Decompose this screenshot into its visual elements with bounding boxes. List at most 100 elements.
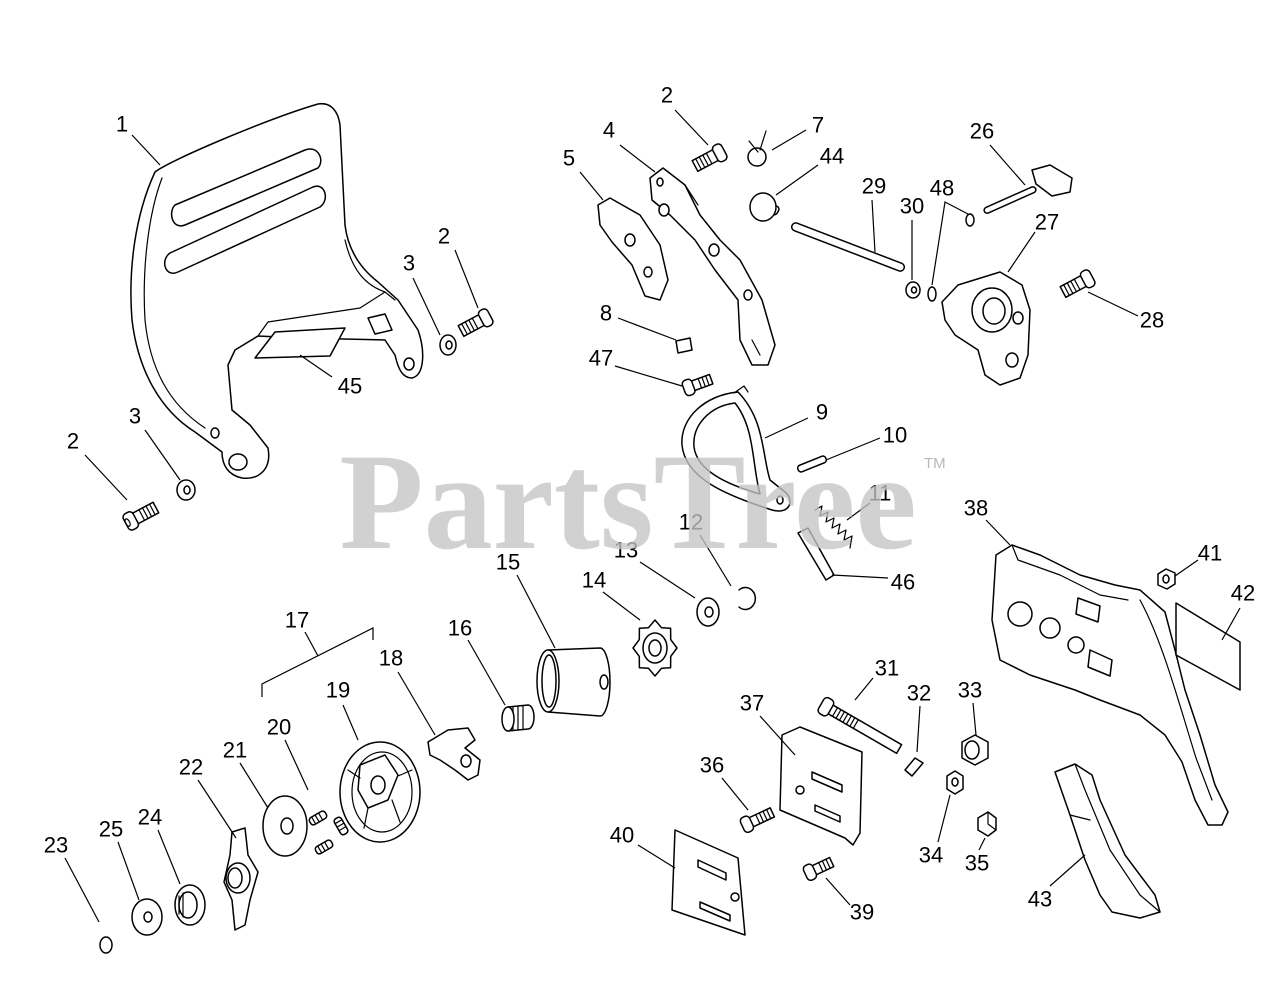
callout-label: 12 <box>679 510 703 535</box>
callout-label: 31 <box>875 656 899 681</box>
leader-line <box>454 249 479 309</box>
hand-guard-hole <box>403 357 415 371</box>
leader-line <box>854 677 874 701</box>
leader-line <box>699 534 732 587</box>
assembly-bracket <box>261 627 374 697</box>
part-44-cap <box>749 192 780 222</box>
callout-label: 2 <box>661 83 673 108</box>
part-39-screw <box>802 856 835 882</box>
hand-guard-body <box>130 102 424 479</box>
leader-line <box>602 591 641 621</box>
part-40-guide-plate <box>671 829 746 936</box>
leader-line <box>825 877 851 906</box>
brake-band-inner <box>693 402 761 495</box>
leader-line <box>846 502 871 521</box>
clutch-hub-face <box>227 867 243 889</box>
callout-label: 43 <box>1028 887 1052 912</box>
leader-line <box>239 762 269 809</box>
callout-label: 16 <box>448 616 472 641</box>
screw-socket <box>124 518 131 527</box>
part-37-side-plate <box>779 726 863 846</box>
side-plate-slot <box>811 771 843 793</box>
bush-hole <box>910 286 918 294</box>
washer-hole <box>445 340 453 350</box>
clutch-drum-hub <box>599 674 609 690</box>
leader-line <box>619 144 656 173</box>
rod-body <box>790 222 906 272</box>
part-32-pin <box>904 757 924 777</box>
chain-catcher-edge <box>1069 763 1161 913</box>
clutch-spring <box>314 839 334 855</box>
callout-label: 26 <box>970 119 994 144</box>
side-plate-slot <box>814 804 841 823</box>
callout-label: 17 <box>285 608 309 633</box>
callout-label: 27 <box>1035 210 1059 235</box>
nut-edge <box>987 811 997 831</box>
part-42-label <box>1175 602 1241 691</box>
leader-line <box>614 365 683 387</box>
sprocket-cover-window <box>1087 649 1113 677</box>
leader-line <box>916 705 921 753</box>
sprocket-cover-boss <box>1007 601 1033 627</box>
clutch-disk-inner <box>351 751 413 833</box>
part-7-spring <box>747 130 767 167</box>
leader-line <box>972 702 977 736</box>
callout-label: 3 <box>129 404 141 429</box>
nut-body <box>977 811 997 837</box>
leader-line <box>759 715 796 756</box>
leader-line <box>831 574 889 579</box>
part-26-pin <box>983 164 1073 214</box>
screw-thread <box>695 152 713 171</box>
part-15-clutch-drum <box>536 647 611 717</box>
leader-line <box>144 429 181 481</box>
part-45-label <box>254 327 346 359</box>
leader-line <box>989 144 1026 186</box>
leader-line <box>775 164 819 196</box>
part-13-washer <box>696 597 720 627</box>
leader-line <box>771 129 807 151</box>
part-18-clutch-plate <box>427 727 481 781</box>
chain-catcher-body <box>1054 763 1161 919</box>
pin-body <box>796 455 828 473</box>
callout-label: 37 <box>740 691 764 716</box>
callout-label: 34 <box>919 843 943 868</box>
callout-label: 38 <box>964 496 988 521</box>
part-1-front-hand-guard <box>130 102 424 479</box>
oil-pump-bore-inner <box>982 297 1006 325</box>
part-34-nut <box>946 770 964 795</box>
part-14-sprocket <box>632 619 678 677</box>
callout-label: 15 <box>496 550 520 575</box>
sprocket-cover-window <box>1075 597 1101 623</box>
hand-guard-edge <box>143 177 206 429</box>
part-48-clip <box>927 286 937 302</box>
part-24-nut <box>174 884 206 926</box>
clutch-drum-body <box>547 647 611 717</box>
screw-head <box>711 143 728 163</box>
callout-label: 30 <box>900 194 924 219</box>
hand-guard-slot-upper <box>170 148 322 227</box>
leader-line <box>985 519 1011 546</box>
brake-lever-hole <box>743 289 753 301</box>
callout-label: 1 <box>116 112 128 137</box>
sprocket-hub <box>648 639 662 657</box>
leader-line <box>397 671 436 736</box>
leader-line <box>516 574 556 649</box>
callout-label: 23 <box>44 833 68 858</box>
clutch-center <box>370 775 386 795</box>
bolt-head <box>817 696 835 717</box>
leader-line <box>84 454 128 501</box>
callout-label: 22 <box>179 755 203 780</box>
sprocket-cover-body <box>991 544 1229 826</box>
screw-head <box>802 863 818 882</box>
bolt-thread <box>831 707 859 729</box>
part-9-brake-band <box>681 385 791 512</box>
leader-line <box>1087 291 1139 317</box>
leader-line <box>674 109 709 146</box>
screw-head <box>477 308 494 328</box>
bearing-face <box>501 706 515 732</box>
sprocket-cover-boss <box>1067 636 1085 654</box>
leader-line <box>412 277 441 336</box>
callout-label: 4 <box>603 118 615 143</box>
leader-line <box>299 354 333 378</box>
screw-thread <box>138 503 156 521</box>
